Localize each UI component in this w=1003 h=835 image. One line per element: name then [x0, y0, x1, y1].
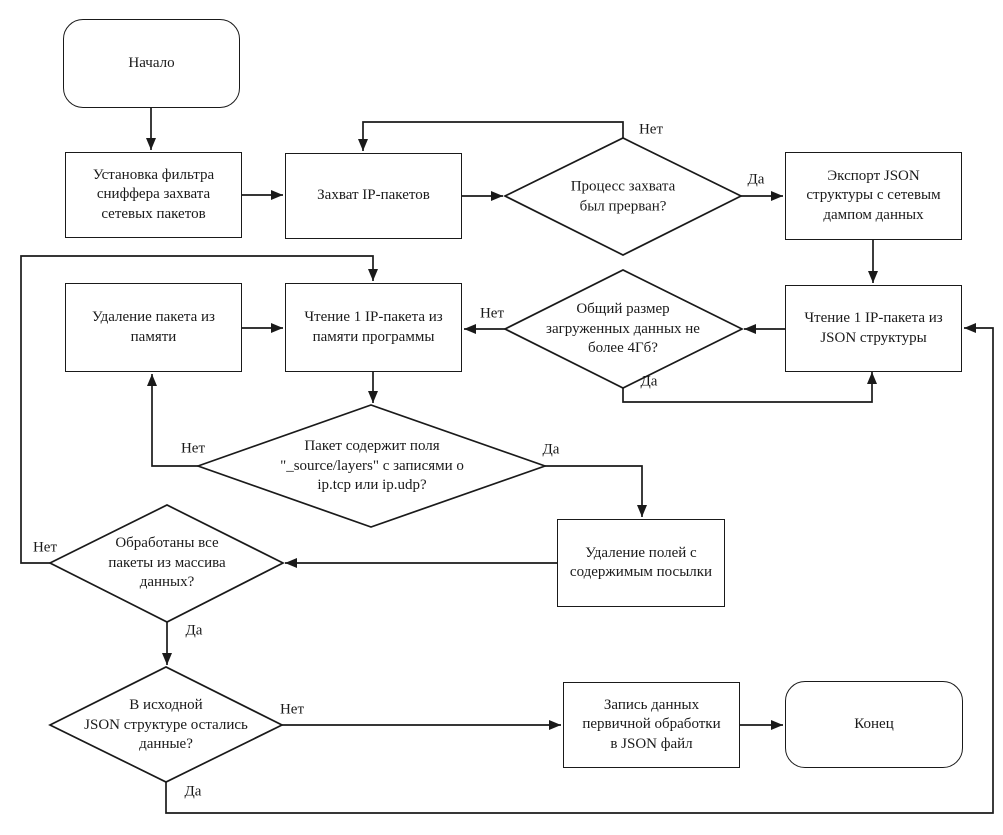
- node-capture: Захват IP-пакетов: [285, 153, 462, 239]
- node-end: Конец: [785, 681, 963, 768]
- decision-interrupted: [503, 137, 743, 256]
- node-write-json: Запись данных первичной обработки в JSON…: [563, 682, 740, 768]
- decision-all-processed: [48, 504, 285, 623]
- edge-contains-no-to-deletepacket: [147, 374, 198, 467]
- edge-size-yes-loop: [622, 372, 877, 403]
- node-start: Начало: [63, 19, 240, 108]
- edge-label-json-no: Нет: [279, 701, 305, 718]
- decision-label-interrupted: Процесс захвата был прерван?: [570, 178, 676, 215]
- decision-json-remaining: [48, 666, 284, 783]
- node-setup-filter: Установка фильтра сниффера захвата сетев…: [65, 152, 242, 238]
- edge-label-size-yes: Да: [640, 373, 658, 390]
- decision-label-size-check: Общий размер загруженных данных не более…: [546, 300, 700, 356]
- decision-label-all-processed: Обработаны все пакеты из массива данных?: [108, 534, 226, 590]
- edge-all-no-loop: [20, 255, 378, 564]
- node-delete-fields: Удаление полей с содержимым посылки: [557, 519, 725, 607]
- edge-label-contains-no: Нет: [180, 440, 206, 457]
- decision-label-contains-fields: Пакет содержит поля "_source/layers" с з…: [280, 437, 464, 493]
- edge-interrupted-no-loop: [358, 121, 624, 151]
- edge-label-json-yes: Да: [184, 783, 202, 800]
- edge-label-contains-yes: Да: [542, 441, 560, 458]
- edge-label-all-no: Нет: [32, 539, 58, 556]
- edge-label-size-no: Нет: [479, 305, 505, 322]
- edge-label-interrupted-yes: Да: [747, 171, 765, 188]
- edge-contains-yes-to-deletefields: [545, 465, 647, 517]
- edge-json-yes-loop: [165, 323, 994, 814]
- node-delete-packet: Удаление пакета из памяти: [65, 283, 242, 372]
- node-read-json: Чтение 1 IP-пакета из JSON структуры: [785, 285, 962, 372]
- decision-label-json-remaining: В исходной JSON структуре остались данны…: [84, 696, 248, 752]
- decision-contains-fields: [195, 404, 548, 528]
- node-read-memory: Чтение 1 IP-пакета из памяти программы: [285, 283, 462, 372]
- node-export-json: Экспорт JSON структуры с сетевым дампом …: [785, 152, 962, 240]
- edge-label-all-yes: Да: [185, 622, 203, 639]
- decision-size-check: [503, 269, 744, 389]
- edge-label-interrupted-no: Нет: [638, 121, 664, 138]
